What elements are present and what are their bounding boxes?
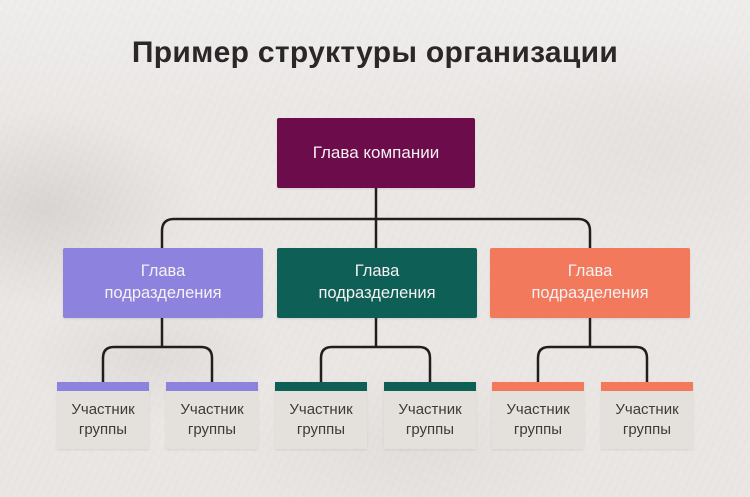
- division-head-box-3: Глава подразделения: [490, 248, 690, 318]
- connector-division-elbow: [160, 217, 592, 248]
- page-title: Пример структуры организации: [131, 36, 619, 69]
- member-label: Участник группы: [492, 391, 584, 449]
- connector-d1-elbow: [319, 345, 432, 382]
- member-color-bar: [57, 382, 149, 391]
- member-label: Участник группы: [384, 391, 476, 449]
- member-label: Участник группы: [601, 391, 693, 449]
- division-head-label-2: Глава подразделения: [318, 262, 436, 302]
- member-label: Участник группы: [166, 391, 258, 449]
- group-member-card: Участник группы: [57, 382, 149, 449]
- group-member-card: Участник группы: [601, 382, 693, 449]
- company-head-label: Глава компании: [312, 143, 440, 162]
- group-member-card: Участник группы: [384, 382, 476, 449]
- connector-d2-elbow: [536, 345, 649, 382]
- member-label: Участник группы: [57, 391, 149, 449]
- member-color-bar: [166, 382, 258, 391]
- member-label: Участник группы: [275, 391, 367, 449]
- division-head-label-1: Глава подразделения: [104, 262, 222, 302]
- connector-d0-elbow: [101, 345, 214, 382]
- member-color-bar: [275, 382, 367, 391]
- division-head-box-2: Глава подразделения: [277, 248, 477, 318]
- group-member-card: Участник группы: [166, 382, 258, 449]
- group-member-card: Участник группы: [492, 382, 584, 449]
- company-head-box: Глава компании: [277, 118, 475, 188]
- member-color-bar: [492, 382, 584, 391]
- member-color-bar: [384, 382, 476, 391]
- division-head-box-1: Глава подразделения: [63, 248, 263, 318]
- member-color-bar: [601, 382, 693, 391]
- group-member-card: Участник группы: [275, 382, 367, 449]
- division-head-label-3: Глава подразделения: [531, 262, 649, 302]
